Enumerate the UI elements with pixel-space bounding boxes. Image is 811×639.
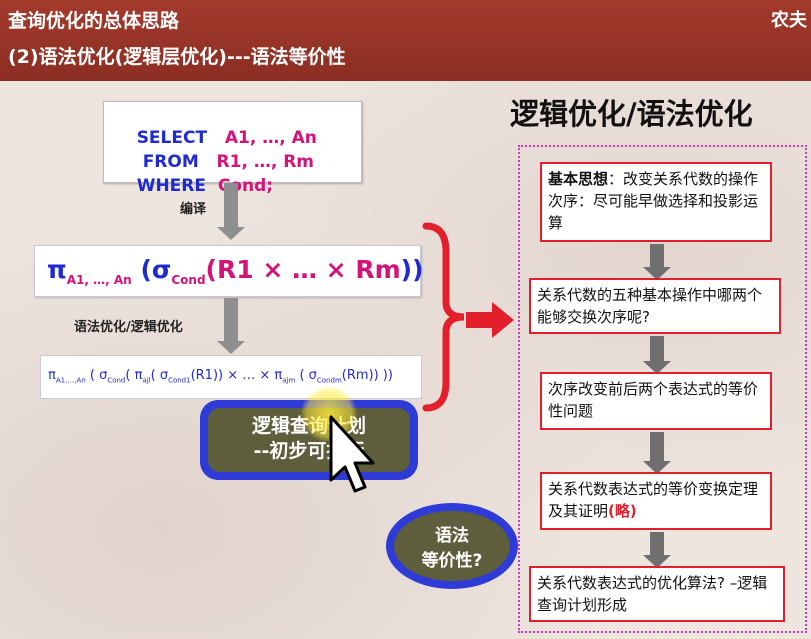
equiv-line2: 等价性? [421, 551, 483, 571]
basic-idea-label: 基本思想 [548, 170, 609, 188]
down-arrow-3 [643, 432, 671, 474]
down-arrow-optimize [217, 298, 245, 354]
down-arrow-1 [643, 244, 671, 280]
down-arrow-compile [217, 183, 245, 240]
slide-title: 查询优化的总体思路 [8, 10, 180, 32]
syntax-opt-label: 语法优化/逻辑优化 [74, 320, 183, 335]
basic-idea-box: 基本思想：改变关系代数的操作次序：尽可能早做选择和投影运算 [540, 162, 772, 242]
dotted-frame [518, 145, 807, 633]
plan-line2: --初步可执行 [253, 440, 365, 462]
relational-expression: πA1, …, An (σCond(R1 × … × Rm)) [47, 255, 424, 287]
compile-label: 编译 [180, 202, 207, 217]
relational-expression-box: πA1, …, An (σCond(R1 × … × Rm)) [34, 245, 424, 297]
slide-subtitle: (2)语法优化(逻辑层优化)---语法等价性 [8, 46, 346, 68]
mouse-cursor-icon [329, 415, 375, 493]
from-keyword: FROM [142, 152, 199, 172]
optimized-expression-box: πA1,…,An ( σCond( πajl( σCond1(R1)) × … … [40, 355, 422, 399]
optimization-algorithm-box: 关系代数表达式的优化算法? –逻辑查询计划形成 [529, 566, 785, 622]
slide-header: 查询优化的总体思路 (2)语法优化(逻辑层优化)---语法等价性 农夫 [0, 0, 811, 81]
down-arrow-2 [643, 336, 671, 374]
equiv-line1: 语法 [435, 526, 469, 546]
right-arrow-icon [466, 302, 514, 338]
syntax-equivalence-button[interactable]: 语法 等价性? [386, 503, 518, 589]
basic-idea-text: ：改变关系代数的操作次序：尽可能早做选择和投影运算 [548, 170, 759, 232]
right-panel-title: 逻辑优化/语法优化 [510, 97, 753, 131]
corner-text: 农夫 [771, 10, 807, 31]
order-equivalence-box: 次序改变前后两个表达式的等价性问题 [540, 372, 772, 430]
select-keyword: SELECT [136, 128, 208, 148]
down-arrow-4 [643, 532, 671, 568]
from-tables: R1, …, Rm [216, 152, 315, 172]
sql-query-box: SELECT A1, …, An FROM R1, …, Rm WHERE Co… [103, 101, 362, 196]
red-brace-icon [422, 222, 465, 412]
select-columns: A1, …, An [224, 128, 317, 148]
cursor-highlight [300, 385, 358, 443]
where-keyword: WHERE [136, 176, 206, 196]
optimized-expression: πA1,…,An ( σCond( πajl( σCond1(R1)) × … … [48, 368, 393, 385]
equivalence-theorem-box: 关系代数表达式的等价变换定理及其证明(略) [540, 472, 772, 530]
five-operations-box: 关系代数的五种基本操作中哪两个能够交换次序呢? [529, 278, 781, 334]
